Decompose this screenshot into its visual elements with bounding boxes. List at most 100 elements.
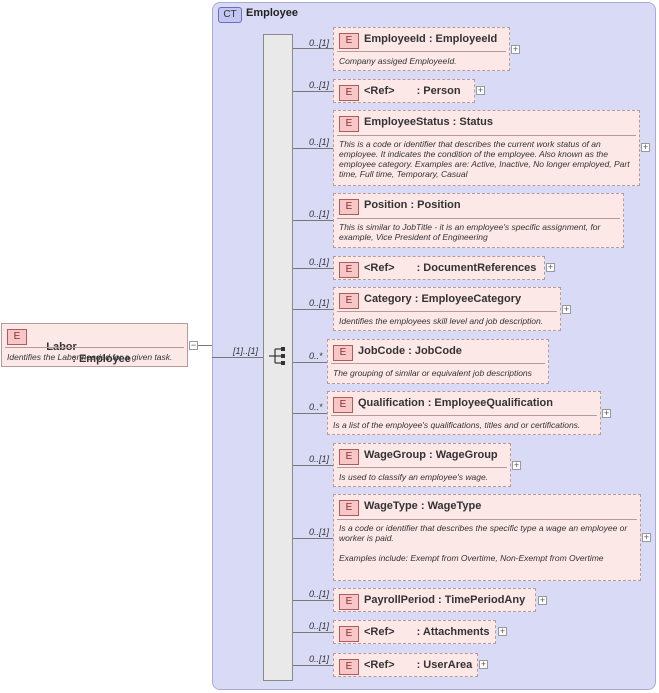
expand-icon[interactable]: + [511,44,520,54]
expand-icon[interactable]: + [498,626,507,636]
element-cardinality: 0..[1] [309,80,330,90]
child-connector [293,91,333,92]
element-doc: Is a code or identifier that describes t… [339,523,628,563]
element-badge: E [339,116,359,132]
sequence-connector [212,357,263,358]
expand-icon[interactable]: + [476,85,485,95]
expand-icon[interactable]: + [642,532,651,542]
child-connector [293,465,333,466]
child-connector [293,148,333,149]
child-connector [293,362,327,363]
child-connector [293,632,333,633]
element-cardinality: 0..* [309,402,323,412]
element-jobcode[interactable]: E JobCode : JobCode The grouping of simi… [327,339,549,384]
element-doc: This is a code or identifier that descri… [339,139,630,179]
element-divider [337,311,557,312]
child-connector [293,665,333,666]
element-name-text: <Ref> [364,85,395,97]
element-name-text: Position [364,199,408,211]
element-badge: E [339,293,359,309]
expand-icon[interactable]: + [538,595,547,605]
element-employeeid[interactable]: E EmployeeId : EmployeeId Company assige… [333,27,510,71]
element-cardinality: 0..[1] [309,527,330,537]
element-cardinality: 0..[1] [309,454,330,464]
element-wagegroup[interactable]: E WageGroup : WageGroup Is used to class… [333,443,511,487]
element-category[interactable]: E Category : EmployeeCategory Identifies… [333,287,561,331]
element-name-text: JobCode [358,345,406,357]
expand-icon[interactable]: + [479,659,488,669]
expand-icon[interactable]: + [546,262,555,272]
element-name: <Ref> : UserArea [364,659,472,671]
element-type: : Status [452,116,493,128]
element-cardinality: 0..[1] [309,298,330,308]
sequence-cardinality: [1]..[1] [233,346,259,356]
element-name-text: EmployeeId [364,33,426,45]
element-type: : Attachments [416,626,490,638]
element-divider [337,135,636,136]
element-name: Category : EmployeeCategory [364,293,521,305]
element-cardinality: 0..[1] [309,589,330,599]
element-cardinality: 0..[1] [309,654,330,664]
element-doc: This is similar to JobTitle - it is an e… [339,222,601,242]
element-type: : Position [410,199,461,211]
element-cardinality: 0..[1] [309,38,330,48]
element-name-text: WageType [364,500,418,512]
element-ref-userarea[interactable]: E <Ref>: UserArea [333,653,478,677]
element-cardinality: 0..[1] [309,137,330,147]
element-position[interactable]: E Position : Position This is similar to… [333,193,624,248]
child-connector [293,413,327,414]
element-type: : EmployeeQualification [427,397,553,409]
element-badge: E [339,594,359,610]
element-badge: E [339,262,359,278]
element-badge: E [333,345,353,361]
element-divider [337,467,507,468]
element-doc: Company assiged EmployeeId. [339,56,457,66]
element-ref-person[interactable]: E <Ref>: Person [333,79,475,103]
element-badge: E [339,626,359,642]
expand-icon[interactable]: + [512,460,521,470]
element-name: <Ref>: Attachments [364,626,490,638]
element-name-text: <Ref> [364,659,395,671]
element-divider [337,519,637,520]
root-type: : Employee [72,353,131,365]
element-ref-attachments[interactable]: E <Ref>: Attachments [333,620,496,644]
element-type: : TimePeriodAny [437,594,526,606]
element-payrollperiod[interactable]: E PayrollPeriod : TimePeriodAny [333,588,536,612]
element-type: : EmployeeCategory [414,293,522,305]
child-connector [293,600,333,601]
element-cardinality: 0..* [309,351,323,361]
expand-icon[interactable]: + [562,304,571,314]
element-employeestatus[interactable]: E EmployeeStatus : Status This is a code… [333,110,640,186]
element-name: EmployeeStatus : Status [364,116,493,128]
element-badge: E [339,500,359,516]
sequence-bar [263,34,293,681]
element-type: : EmployeeId [428,33,498,45]
element-doc: Is a list of the employee's qualificatio… [333,420,581,430]
element-doc: Identifies the employees skill level and… [339,316,544,326]
element-type: : WageGroup [429,449,498,461]
child-connector [293,268,333,269]
child-connector [293,220,333,221]
element-name-text: Qualification [358,397,425,409]
child-connector [293,48,333,49]
element-cardinality: 0..[1] [309,209,330,219]
root-element-labor[interactable]: E Labor : Employee Identifies the Labor … [1,323,188,367]
element-name: WageGroup : WageGroup [364,449,498,461]
element-divider [331,415,597,416]
element-name: PayrollPeriod : TimePeriodAny [364,594,525,606]
collapse-icon[interactable]: − [189,340,198,350]
element-wagetype[interactable]: E WageType : WageType Is a code or ident… [333,494,641,581]
element-name-text: WageGroup [364,449,426,461]
element-name: <Ref>: Person [364,85,461,97]
element-qualification[interactable]: E Qualification : EmployeeQualification … [327,391,601,435]
complex-type-badge: CT [218,7,242,23]
expand-icon[interactable]: + [641,142,650,152]
element-type: : UserArea [416,659,473,671]
element-ref-documentreferences[interactable]: E <Ref>: DocumentReferences [333,256,545,280]
element-doc: Is used to classify an employee's wage. [339,472,489,482]
sequence-icon[interactable] [268,347,288,365]
element-cardinality: 0..[1] [309,257,330,267]
complex-type-title: Employee [246,7,298,19]
expand-icon[interactable]: + [602,408,611,418]
element-name: Position : Position [364,199,461,211]
